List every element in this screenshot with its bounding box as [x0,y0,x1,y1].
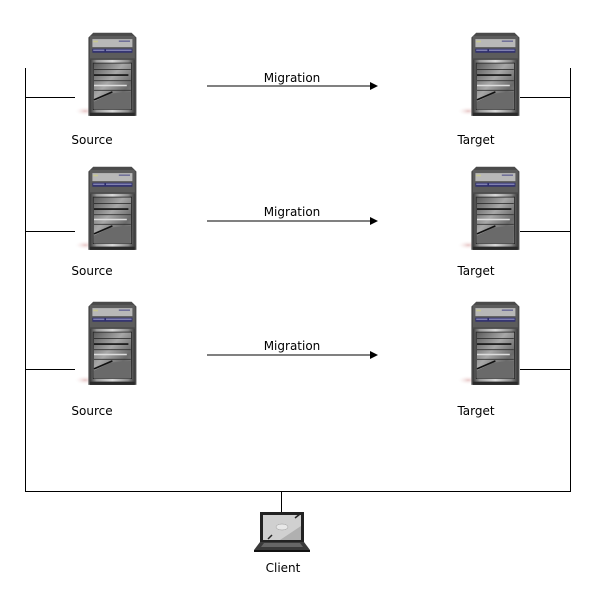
migration-label-1: Migration [263,71,321,85]
migration-arrow-1 [207,81,379,91]
source-connector-3 [25,369,75,370]
client-connector-line [281,491,282,513]
target-connector-2 [520,231,570,232]
server-tower-icon [74,31,138,117]
arrow-right-icon [207,81,379,91]
left-bus-line [25,68,26,492]
target-connector-1 [520,97,570,98]
target-label-2: Target [457,264,495,278]
migration-label-3: Migration [263,339,321,353]
source-connector-1 [25,97,75,98]
laptop-icon [253,512,311,552]
server-tower-icon [457,300,521,386]
target-label-3: Target [457,404,495,418]
migration-label-2: Migration [263,205,321,219]
arrow-right-icon [207,350,379,360]
source-server-2 [74,165,138,251]
target-connector-3 [520,369,570,370]
target-label-1: Target [457,133,495,147]
target-server-1 [457,31,521,117]
source-label-3: Source [71,404,113,418]
source-server-3 [74,300,138,386]
source-server-1 [74,31,138,117]
arrow-right-icon [207,216,379,226]
migration-arrow-2 [207,216,379,226]
source-connector-2 [25,231,75,232]
source-label-1: Source [71,133,113,147]
client-label: Client [265,561,301,575]
server-tower-icon [457,31,521,117]
migration-arrow-3 [207,350,379,360]
target-server-3 [457,300,521,386]
server-tower-icon [457,165,521,251]
server-tower-icon [74,300,138,386]
source-label-2: Source [71,264,113,278]
bottom-bus-line [25,491,571,492]
server-tower-icon [74,165,138,251]
right-bus-line [570,68,571,492]
target-server-2 [457,165,521,251]
client-laptop [253,512,311,552]
